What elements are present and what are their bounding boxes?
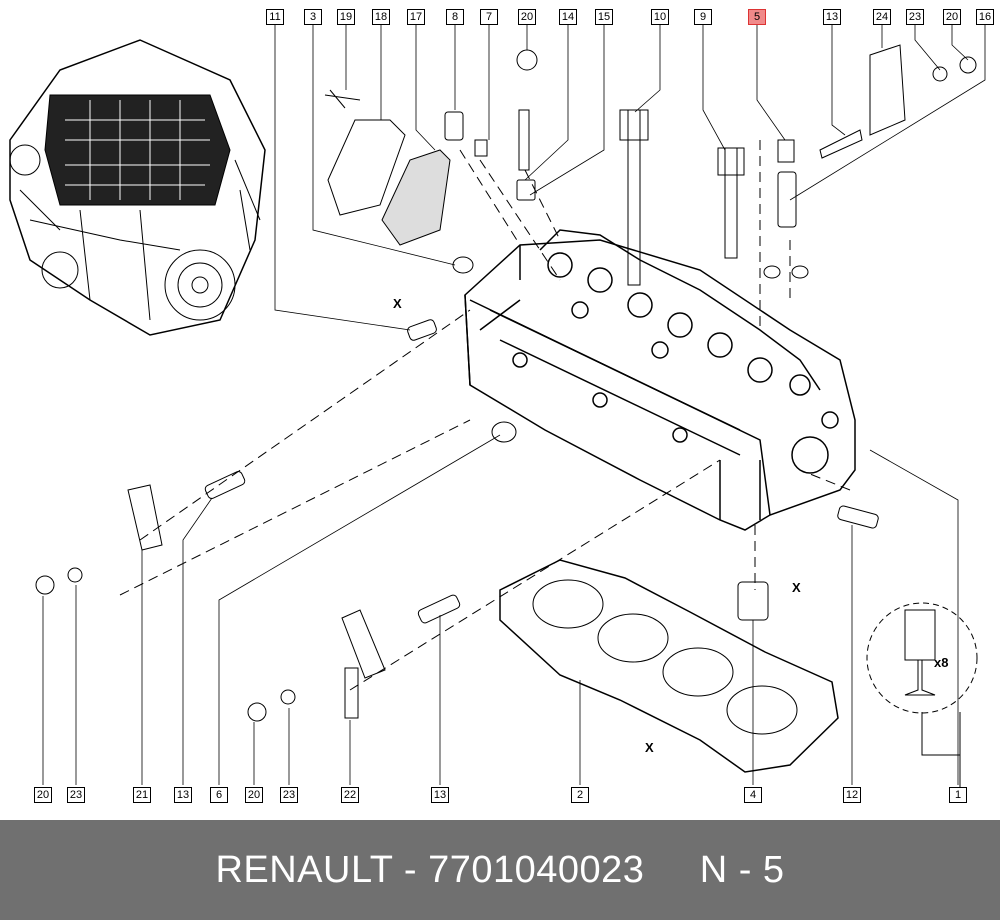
- x8-quantity-label: x8: [934, 655, 949, 670]
- callout-17: 17: [407, 9, 425, 25]
- callout-5-highlighted: 5: [748, 9, 766, 25]
- callout-7: 7: [480, 9, 498, 25]
- callout-20-bottom: 20: [245, 787, 263, 803]
- callout-15: 15: [595, 9, 613, 25]
- callout-19: 19: [337, 9, 355, 25]
- callout-9: 9: [694, 9, 712, 25]
- cylinder-head-drawing: [464, 229, 856, 531]
- callout-16: 16: [976, 9, 994, 25]
- callout-2: 2: [571, 787, 589, 803]
- callout-8: 8: [446, 9, 464, 25]
- callout-23-top: 23: [906, 9, 924, 25]
- callout-1: 1: [949, 787, 967, 803]
- callout-4: 4: [744, 787, 762, 803]
- engine-overview-drawing: [9, 39, 266, 336]
- callout-21: 21: [133, 787, 151, 803]
- top-parts-drawing: [324, 44, 977, 286]
- x-marker-left: X: [393, 296, 402, 311]
- callout-24: 24: [873, 9, 891, 25]
- callout-13-bottom-left: 13: [174, 787, 192, 803]
- exploded-parts-diagram: [9, 25, 986, 790]
- callout-13-top: 13: [823, 9, 841, 25]
- callout-13-bottom: 13: [431, 787, 449, 803]
- callout-23-bottom-left: 23: [67, 787, 85, 803]
- x-marker-bottom: X: [645, 740, 654, 755]
- callout-10: 10: [651, 9, 669, 25]
- callout-6: 6: [210, 787, 228, 803]
- callout-22: 22: [341, 787, 359, 803]
- callout-20-top: 20: [518, 9, 536, 25]
- callout-3: 3: [304, 9, 322, 25]
- callout-14: 14: [559, 9, 577, 25]
- callout-18: 18: [372, 9, 390, 25]
- callout-20-bottom-left: 20: [34, 787, 52, 803]
- callout-12: 12: [843, 787, 861, 803]
- callout-20-top-right: 20: [943, 9, 961, 25]
- head-gasket-drawing: [499, 559, 839, 773]
- dashed-leaders: [119, 140, 851, 691]
- callout-11: 11: [266, 9, 284, 25]
- callout-23-bottom: 23: [280, 787, 298, 803]
- footer-part-label: RENAULT - 7701040023 N - 5: [215, 848, 785, 891]
- valve-drawing: [866, 602, 978, 790]
- x-marker-right: X: [792, 580, 801, 595]
- callout-leaders: [42, 25, 986, 785]
- footer-bar: RENAULT - 7701040023 N - 5: [0, 820, 1000, 920]
